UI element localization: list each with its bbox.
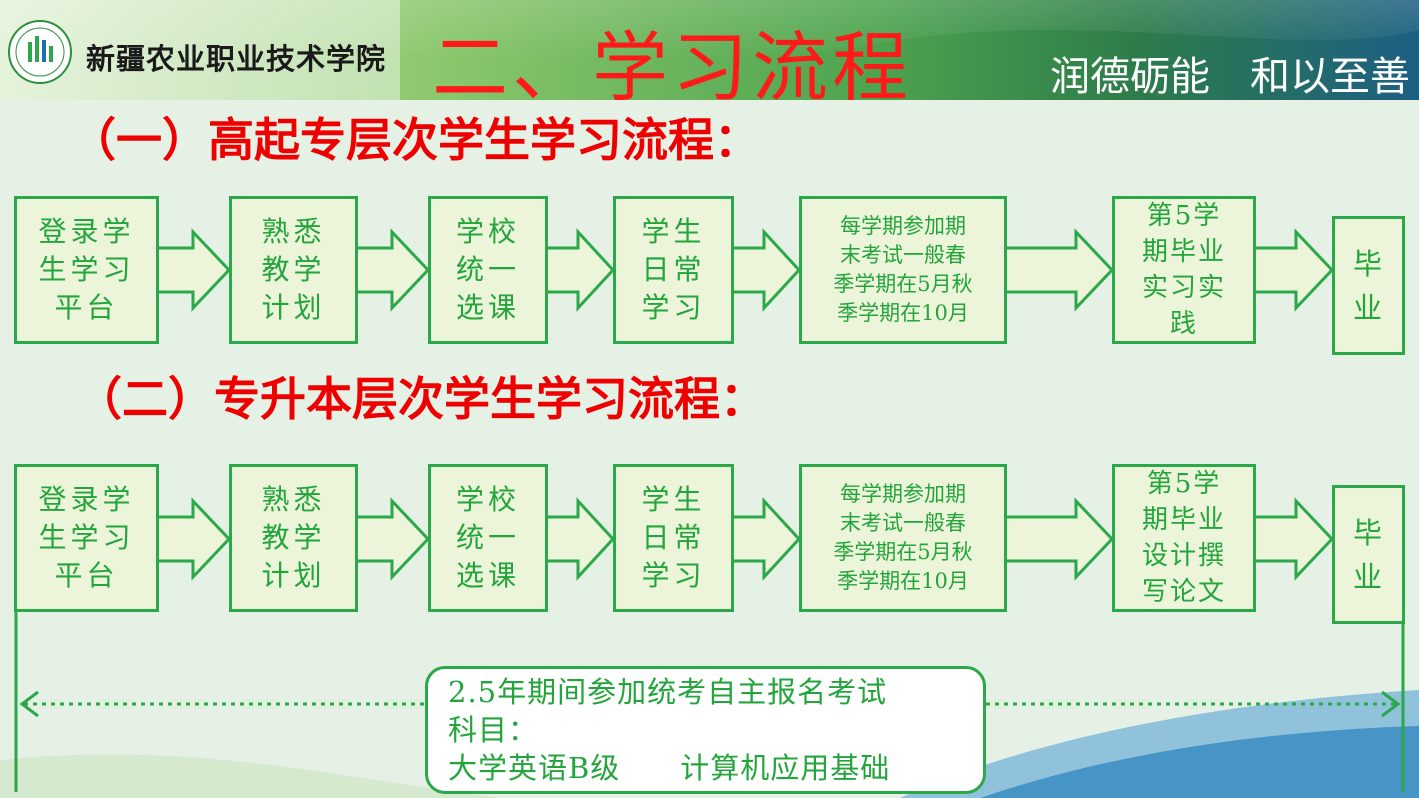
step-label: 每学期参加期 末考试一般春 季学期在5月秋 季学期在10月 [833, 482, 973, 593]
flow1-step-plan: 熟悉 教学 计划 [229, 196, 358, 344]
unified-exam-note: 2.5年期间参加统考自主报名考试 科目： 大学英语B级 计算机应用基础 [425, 666, 986, 794]
arrow-right-icon [1003, 497, 1115, 581]
arrow-right-icon [544, 497, 616, 581]
step-label: 毕 业 [1352, 246, 1384, 325]
arrow-right-icon [155, 497, 232, 581]
arrow-right-icon [730, 228, 802, 312]
step-label: 毕 业 [1352, 515, 1384, 594]
step-label: 学校 统一 选课 [455, 215, 520, 324]
arrow-right-icon [1003, 228, 1115, 312]
note-line-3: 大学英语B级 计算机应用基础 [448, 751, 891, 785]
step-label: 学生 日常 学习 [641, 215, 706, 324]
school-logo [8, 20, 72, 84]
flow2-step-course-selection: 学校 统一 选课 [428, 464, 548, 612]
flow2-step-daily-study: 学生 日常 学习 [613, 464, 734, 612]
page-title: 二、学习流程 [432, 23, 912, 112]
school-motto: 润德砺能 和以至善 [1050, 54, 1410, 100]
flow1-step-internship: 第5学 期毕业 实习实 践 [1112, 196, 1256, 344]
arrow-right-icon [1252, 497, 1335, 581]
step-label: 学生 日常 学习 [641, 483, 706, 592]
step-label: 熟悉 教学 计划 [261, 483, 326, 592]
header-banner [0, 0, 1419, 100]
flow2-step-final-exams: 每学期参加期 末考试一般春 季学期在5月秋 季学期在10月 [799, 464, 1007, 612]
flow2-step-plan: 熟悉 教学 计划 [229, 464, 358, 612]
step-label: 登录学 生学习 平台 [38, 483, 135, 592]
arrow-right-icon [354, 228, 431, 312]
arrow-right-icon [1252, 228, 1335, 312]
arrow-right-icon [730, 497, 802, 581]
step-label: 学校 统一 选课 [455, 483, 520, 592]
arrow-right-icon [1381, 690, 1401, 718]
school-name: 新疆农业职业技术学院 [86, 42, 387, 76]
flow1-step-graduation: 毕 业 [1332, 216, 1405, 355]
flow2-step-login: 登录学 生学习 平台 [14, 464, 159, 612]
flow2-step-thesis: 第5学 期毕业 设计撰 写论文 [1112, 464, 1256, 612]
step-label: 熟悉 教学 计划 [261, 215, 326, 324]
arrow-left-icon [19, 690, 39, 718]
note-line-1: 2.5年期间参加统考自主报名考试 [448, 675, 888, 709]
flow1-step-daily-study: 学生 日常 学习 [613, 196, 734, 344]
section-title-zhuanshengben: （二）专升本层次学生学习流程： [76, 372, 766, 426]
note-line-2: 科目： [448, 713, 539, 747]
flow1-step-final-exams: 每学期参加期 末考试一般春 季学期在5月秋 季学期在10月 [799, 196, 1007, 344]
flow1-step-login: 登录学 生学习 平台 [14, 196, 159, 344]
arrow-right-icon [544, 228, 616, 312]
flow2-step-graduation: 毕 业 [1332, 485, 1405, 624]
step-label: 第5学 期毕业 实习实 践 [1141, 201, 1226, 339]
section-title-gaoqizhuan: （一）高起专层次学生学习流程： [70, 113, 760, 167]
flow1-step-course-selection: 学校 统一 选课 [428, 196, 548, 344]
step-label: 登录学 生学习 平台 [38, 215, 135, 324]
step-label: 第5学 期毕业 设计撰 写论文 [1141, 469, 1226, 607]
arrow-right-icon [354, 497, 431, 581]
arrow-right-icon [155, 228, 232, 312]
step-label: 每学期参加期 末考试一般春 季学期在5月秋 季学期在10月 [833, 214, 973, 325]
